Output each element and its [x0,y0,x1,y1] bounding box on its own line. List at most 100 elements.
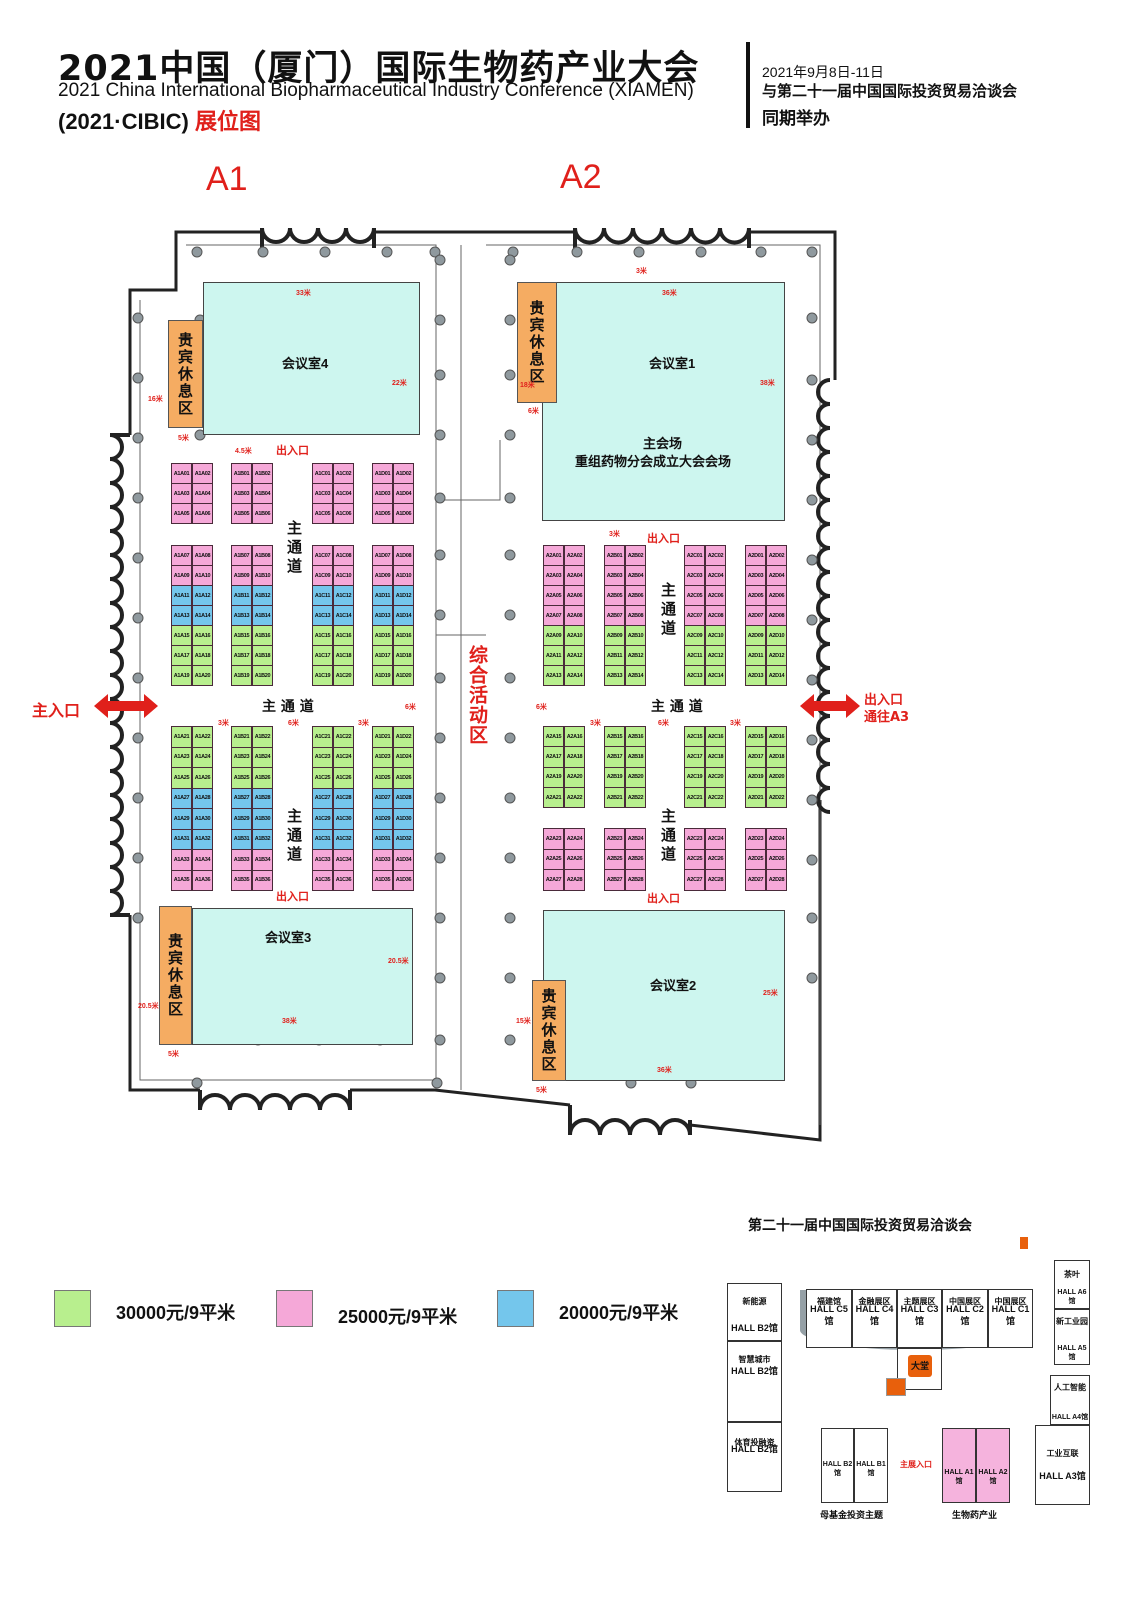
booth-a2a04[interactable]: A2A04 [564,565,585,586]
booth-a1d19[interactable]: A1D19 [372,665,393,686]
booth-a1c06[interactable]: A1C06 [333,503,354,524]
booth-a2c12[interactable]: A2C12 [705,645,726,666]
booth-a1d25[interactable]: A1D25 [372,767,393,789]
booth-a1d32[interactable]: A1D32 [393,828,414,850]
booth-a1d31[interactable]: A1D31 [372,828,393,850]
booth-a1a04[interactable]: A1A04 [192,483,213,504]
booth-a2c10[interactable]: A2C10 [705,625,726,646]
booth-a1b35[interactable]: A1B35 [231,869,252,891]
booth-a2b15[interactable]: A2B15 [604,726,625,748]
booth-a2d13[interactable]: A2D13 [745,665,766,686]
booth-a1b27[interactable]: A1B27 [231,787,252,809]
booth-a2c09[interactable]: A2C09 [684,625,705,646]
booth-a1b25[interactable]: A1B25 [231,767,252,789]
booth-a1a28[interactable]: A1A28 [192,787,213,809]
booth-a1a20[interactable]: A1A20 [192,665,213,686]
booth-a1a16[interactable]: A1A16 [192,625,213,646]
booth-a1c07[interactable]: A1C07 [312,545,333,566]
booth-a1d29[interactable]: A1D29 [372,808,393,830]
booth-a1d07[interactable]: A1D07 [372,545,393,566]
booth-a1b22[interactable]: A1B22 [252,726,273,748]
booth-a2d24[interactable]: A2D24 [766,828,787,850]
booth-a1d11[interactable]: A1D11 [372,585,393,606]
booth-a2c15[interactable]: A2C15 [684,726,705,748]
booth-a1c25[interactable]: A1C25 [312,767,333,789]
booth-a1c27[interactable]: A1C27 [312,787,333,809]
booth-a2d25[interactable]: A2D25 [745,848,766,870]
booth-a1b32[interactable]: A1B32 [252,828,273,850]
booth-a1c20[interactable]: A1C20 [333,665,354,686]
booth-a1a12[interactable]: A1A12 [192,585,213,606]
booth-a1a15[interactable]: A1A15 [171,625,192,646]
booth-a1c32[interactable]: A1C32 [333,828,354,850]
booth-a2a09[interactable]: A2A09 [543,625,564,646]
booth-a1b14[interactable]: A1B14 [252,605,273,626]
booth-a1b24[interactable]: A1B24 [252,746,273,768]
booth-a1b12[interactable]: A1B12 [252,585,273,606]
booth-a2c17[interactable]: A2C17 [684,746,705,768]
booth-a1d30[interactable]: A1D30 [393,808,414,830]
booth-a2b16[interactable]: A2B16 [625,726,646,748]
booth-a2a28[interactable]: A2A28 [564,869,585,891]
booth-a2c13[interactable]: A2C13 [684,665,705,686]
booth-a1b17[interactable]: A1B17 [231,645,252,666]
booth-a2a02[interactable]: A2A02 [564,545,585,566]
booth-a1c05[interactable]: A1C05 [312,503,333,524]
booth-a1b21[interactable]: A1B21 [231,726,252,748]
booth-a2c18[interactable]: A2C18 [705,746,726,768]
booth-a2b27[interactable]: A2B27 [604,869,625,891]
booth-a1a29[interactable]: A1A29 [171,808,192,830]
booth-a1b11[interactable]: A1B11 [231,585,252,606]
booth-a1d17[interactable]: A1D17 [372,645,393,666]
booth-a1a08[interactable]: A1A08 [192,545,213,566]
booth-a2c20[interactable]: A2C20 [705,766,726,788]
booth-a1a31[interactable]: A1A31 [171,828,192,850]
booth-a1c36[interactable]: A1C36 [333,869,354,891]
booth-a1d26[interactable]: A1D26 [393,767,414,789]
booth-a2d07[interactable]: A2D07 [745,605,766,626]
booth-a2c03[interactable]: A2C03 [684,565,705,586]
booth-a1d15[interactable]: A1D15 [372,625,393,646]
booth-a2d01[interactable]: A2D01 [745,545,766,566]
booth-a1c35[interactable]: A1C35 [312,869,333,891]
booth-a1b31[interactable]: A1B31 [231,828,252,850]
booth-a1b34[interactable]: A1B34 [252,849,273,871]
booth-a1a05[interactable]: A1A05 [171,503,192,524]
booth-a1b09[interactable]: A1B09 [231,565,252,586]
booth-a2a22[interactable]: A2A22 [564,786,585,809]
booth-a2a21[interactable]: A2A21 [543,786,564,809]
booth-a1a23[interactable]: A1A23 [171,746,192,768]
booth-a2d11[interactable]: A2D11 [745,645,766,666]
booth-a2a13[interactable]: A2A13 [543,665,564,686]
booth-a1a21[interactable]: A1A21 [171,726,192,748]
booth-a2a19[interactable]: A2A19 [543,766,564,788]
booth-a1d23[interactable]: A1D23 [372,746,393,768]
booth-a2b21[interactable]: A2B21 [604,786,625,809]
booth-a1c12[interactable]: A1C12 [333,585,354,606]
booth-a1d13[interactable]: A1D13 [372,605,393,626]
booth-a1d24[interactable]: A1D24 [393,746,414,768]
booth-a1a14[interactable]: A1A14 [192,605,213,626]
booth-a1b02[interactable]: A1B02 [252,463,273,484]
booth-a1c23[interactable]: A1C23 [312,746,333,768]
booth-a1c21[interactable]: A1C21 [312,726,333,748]
booth-a2d10[interactable]: A2D10 [766,625,787,646]
booth-a1a26[interactable]: A1A26 [192,767,213,789]
minimap-hall-b2[interactable]: HALL B2馆 [821,1428,854,1503]
booth-a2a10[interactable]: A2A10 [564,625,585,646]
booth-a2a20[interactable]: A2A20 [564,766,585,788]
booth-a2c24[interactable]: A2C24 [705,828,726,850]
booth-a2b03[interactable]: A2B03 [604,565,625,586]
booth-a2c02[interactable]: A2C02 [705,545,726,566]
booth-a1c26[interactable]: A1C26 [333,767,354,789]
booth-a1c22[interactable]: A1C22 [333,726,354,748]
booth-a1b19[interactable]: A1B19 [231,665,252,686]
booth-a1c28[interactable]: A1C28 [333,787,354,809]
booth-a1a22[interactable]: A1A22 [192,726,213,748]
booth-a2c06[interactable]: A2C06 [705,585,726,606]
booth-a1a33[interactable]: A1A33 [171,849,192,871]
